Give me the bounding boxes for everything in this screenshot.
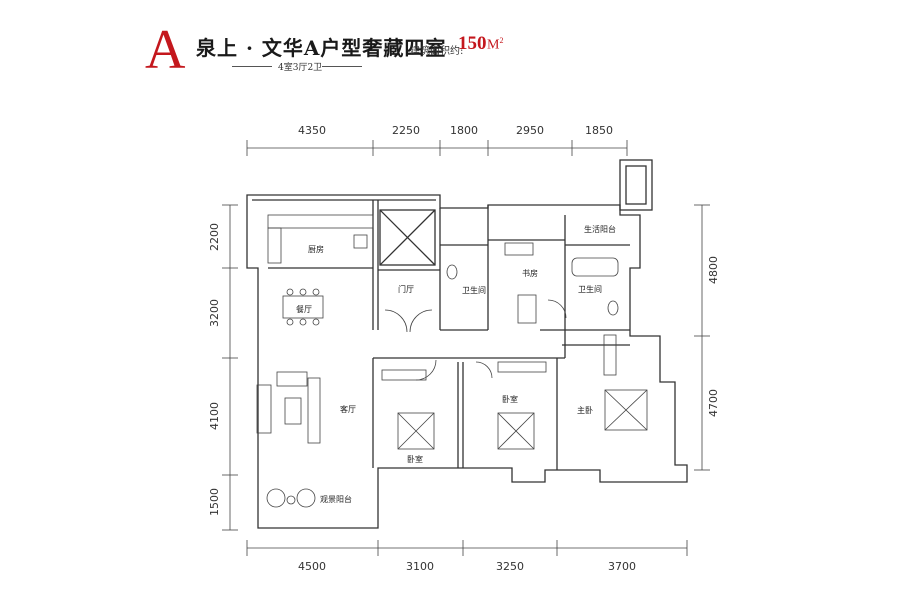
dim-bottom-4: 3700 [608, 560, 636, 573]
dim-right-1: 4800 [707, 256, 720, 284]
room-kitchen: 厨房 [308, 244, 324, 254]
toilet-icon [446, 264, 458, 280]
coffee-table [284, 397, 302, 425]
room-view-balcony: 观景阳台 [320, 494, 352, 504]
room-living: 客厅 [340, 404, 356, 414]
plan-subtitle: 4室3厅2卫 [278, 63, 323, 73]
wardrobe [603, 334, 617, 376]
wardrobe [497, 361, 547, 373]
dim-top-5: 1850 [585, 124, 613, 137]
room-dining: 餐厅 [296, 305, 312, 314]
sofa [256, 384, 272, 434]
dim-right-2: 4700 [707, 389, 720, 417]
chair-icon [266, 488, 286, 508]
room-master: 主卧 [577, 405, 593, 415]
bed-icon [604, 389, 648, 431]
dim-bottom-3: 3250 [496, 560, 524, 573]
dim-left-1: 2200 [208, 223, 221, 251]
door-swing [415, 359, 437, 381]
desk [504, 242, 534, 256]
dimension-labels: 4350 2250 1800 2950 1850 4500 3100 3250 … [208, 124, 720, 573]
room-bath-1: 卫生间 [462, 285, 486, 295]
room-service-balcony: 生活阳台 [584, 224, 616, 234]
dim-top-3: 1800 [450, 124, 478, 137]
area-label: 建筑面积约: [410, 46, 464, 57]
bed-icon [497, 412, 535, 450]
plan-letter: A [145, 19, 186, 81]
tv-cabinet [307, 377, 321, 444]
room-bath-2: 卫生间 [578, 284, 602, 294]
room-foyer: 门厅 [398, 284, 414, 294]
door-swing [409, 309, 433, 333]
dining-table [282, 295, 324, 319]
toilet-icon [607, 300, 619, 316]
area-unit-sup: 2 [499, 36, 504, 45]
plan-title: 泉上 · 文华A户型奢藏四室 [196, 36, 447, 60]
bed-icon [397, 412, 435, 450]
dimension-lines [222, 140, 710, 556]
door-swing [475, 361, 493, 379]
dim-top-4: 2950 [516, 124, 544, 137]
room-study: 书房 [522, 268, 538, 278]
stove-icon [353, 234, 368, 249]
door-swing [384, 309, 408, 333]
subtitle-rule-right [322, 66, 362, 67]
dim-top-2: 2250 [392, 124, 420, 137]
dim-left-3: 4100 [208, 402, 221, 430]
room-bedroom-1: 卧室 [407, 454, 423, 464]
bathtub [571, 257, 619, 277]
kitchen-counter [267, 214, 374, 229]
bookshelf [517, 294, 537, 324]
area-unit: M2 [487, 36, 504, 53]
chair-icon [296, 488, 316, 508]
dim-bottom-2: 3100 [406, 560, 434, 573]
dim-left-4: 1500 [208, 488, 221, 516]
area-value: 150 [458, 33, 487, 54]
wardrobe [381, 369, 427, 381]
room-bedroom-2: 卧室 [502, 394, 518, 404]
subtitle-rule-left [232, 66, 272, 67]
walls [246, 159, 688, 529]
dim-left-2: 3200 [208, 299, 221, 327]
dim-bottom-1: 4500 [298, 560, 326, 573]
dim-top-1: 4350 [298, 124, 326, 137]
door-swing [547, 299, 567, 319]
room-labels: 厨房 餐厅 门厅 卫生间 书房 生活阳台 卫生间 客厅 卧室 卧室 主卧 观景阳… [296, 224, 616, 504]
fixtures [256, 214, 648, 508]
